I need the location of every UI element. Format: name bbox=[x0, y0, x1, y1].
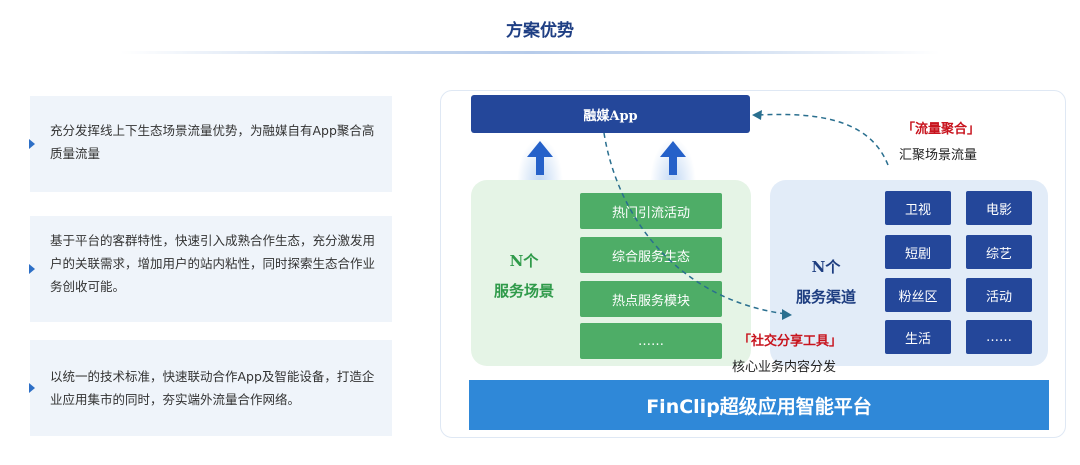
scene-item: 热门引流活动 bbox=[580, 193, 722, 229]
channel-item: 卫视 bbox=[885, 191, 951, 225]
channel-item: 活动 bbox=[966, 278, 1032, 312]
advantage-card-3: 以统一的技术标准，快速联动合作App及智能设备，打造企业应用集市的同时，夯实端外… bbox=[29, 340, 392, 436]
social-share-title: 「社交分享工具」 bbox=[738, 334, 843, 349]
channels-label-line1: N个 bbox=[811, 258, 841, 276]
title-underline bbox=[120, 51, 940, 54]
scene-item: 综合服务生态 bbox=[580, 237, 722, 273]
scenes-label: N个 服务场景 bbox=[478, 246, 570, 306]
advantage-card-1: 充分发挥线上下生态场景流量优势，为融媒自有App聚合高质量流量 bbox=[29, 96, 392, 192]
bullet-triangle-icon bbox=[29, 264, 35, 274]
bullet-triangle-icon bbox=[29, 139, 35, 149]
scene-item: …… bbox=[580, 323, 722, 359]
up-arrow-stem bbox=[669, 157, 677, 175]
page-title: 方案优势 bbox=[506, 21, 574, 41]
scenes-label-line1: N个 bbox=[509, 252, 539, 270]
channel-item: 短剧 bbox=[885, 235, 951, 269]
up-arrow-icon bbox=[527, 141, 553, 157]
advantage-text: 充分发挥线上下生态场景流量优势，为融媒自有App聚合高质量流量 bbox=[50, 123, 375, 161]
up-arrow-icon bbox=[660, 141, 686, 157]
channels-label-line2: 服务渠道 bbox=[795, 288, 856, 306]
channel-item: 综艺 bbox=[966, 235, 1032, 269]
advantage-text: 以统一的技术标准，快速联动合作App及智能设备，打造企业应用集市的同时，夯实端外… bbox=[50, 369, 375, 407]
scene-item: 热点服务模块 bbox=[580, 281, 722, 317]
channel-item: …… bbox=[966, 320, 1032, 354]
channels-label: N个 服务渠道 bbox=[780, 252, 872, 312]
channel-item: 生活 bbox=[885, 320, 951, 354]
channel-item: 粉丝区 bbox=[885, 278, 951, 312]
advantage-text: 基于平台的客群特性，快速引入成熟合作生态，充分激发用户的关联需求，增加用户的站内… bbox=[50, 233, 376, 294]
up-arrow-stem bbox=[536, 157, 544, 175]
scenes-label-line2: 服务场景 bbox=[493, 282, 554, 300]
social-share-subtitle: 核心业务内容分发 bbox=[732, 360, 837, 375]
advantage-card-2: 基于平台的客群特性，快速引入成熟合作生态，充分激发用户的关联需求，增加用户的站内… bbox=[29, 216, 392, 322]
platform-bar: FinClip超级应用智能平台 bbox=[469, 380, 1049, 430]
channel-item: 电影 bbox=[966, 191, 1032, 225]
flow-aggregation-subtitle: 汇聚场景流量 bbox=[899, 148, 978, 163]
flow-aggregation-title: 「流量聚合」 bbox=[902, 122, 981, 137]
app-box: 融媒App bbox=[471, 95, 750, 133]
bullet-triangle-icon bbox=[29, 383, 35, 393]
